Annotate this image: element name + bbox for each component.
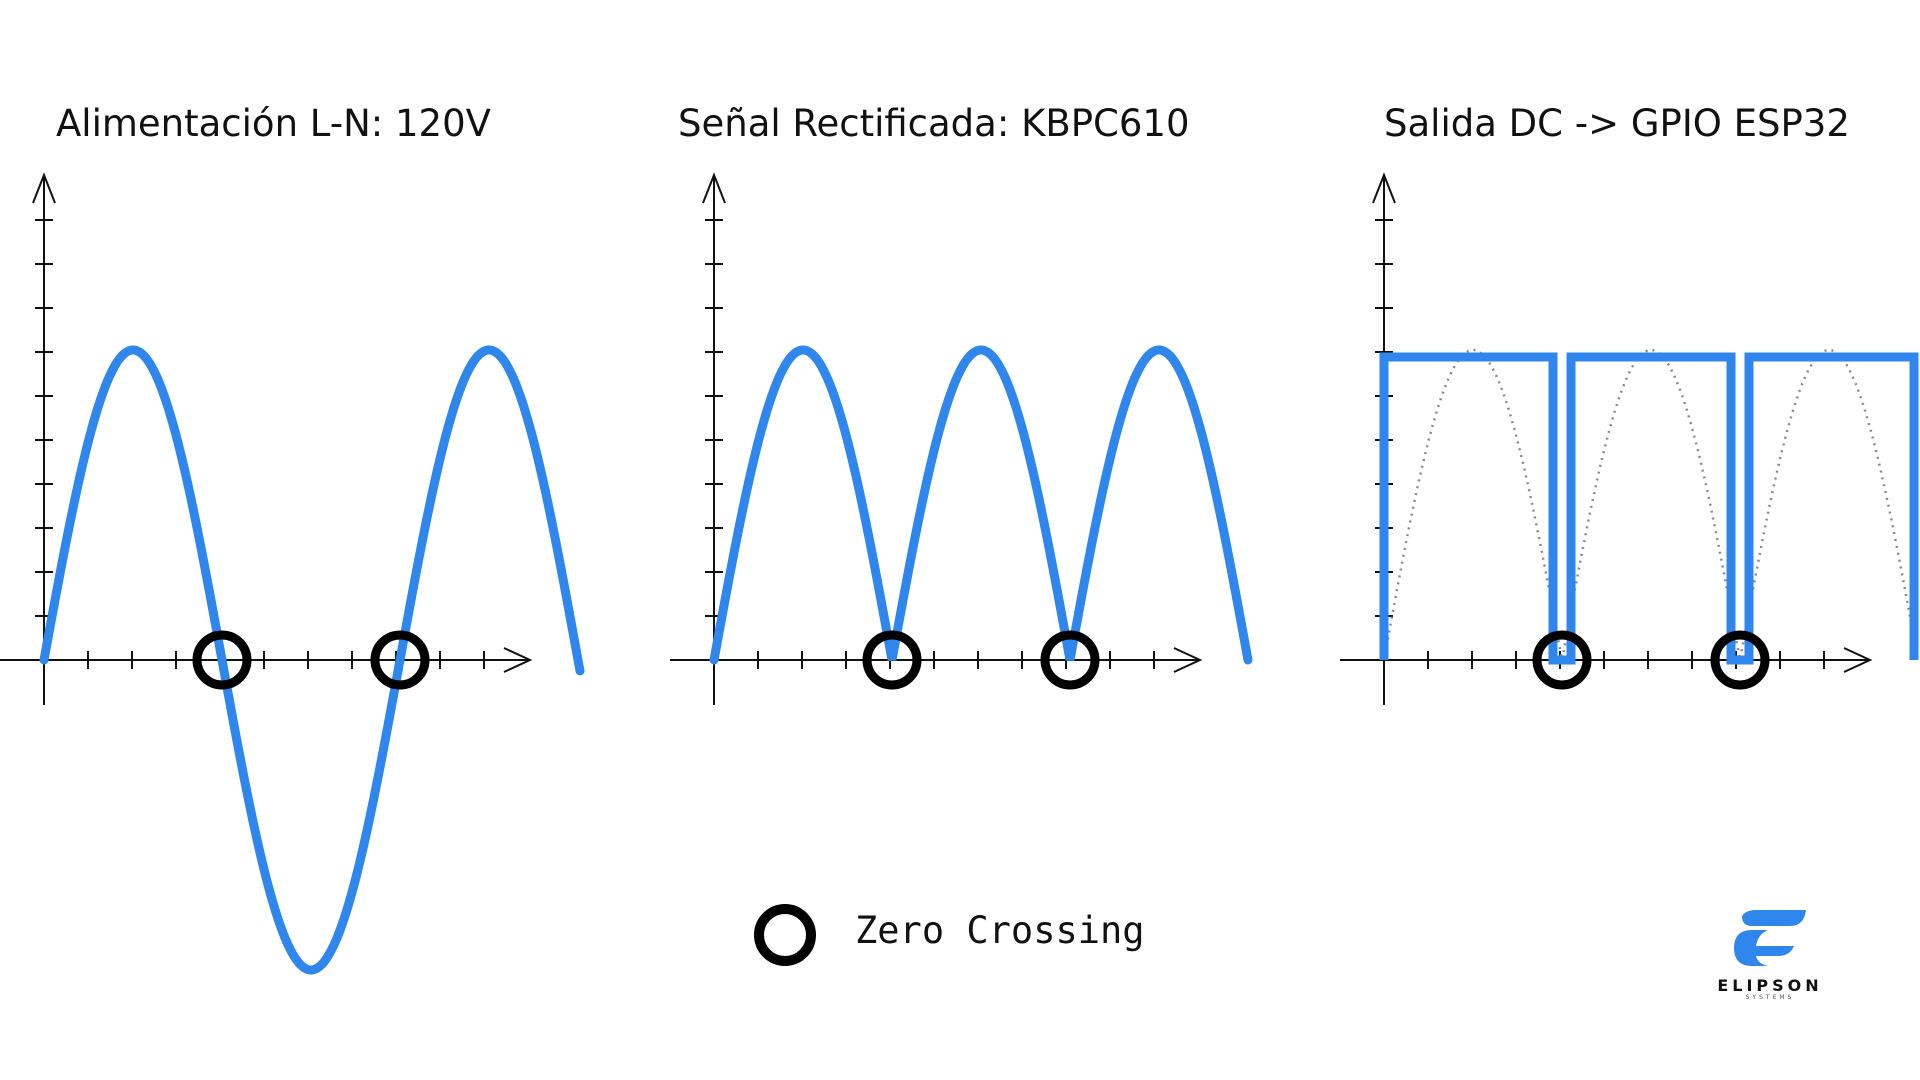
y-axis-arrowhead: [702, 172, 726, 204]
panel-title-ac-supply: Alimentación L-N: 120V: [56, 102, 491, 145]
zero-crossing-marker: [192, 630, 252, 690]
rectified-wave-trace: [709, 345, 1253, 665]
zero-crossing-marker: [1040, 630, 1100, 690]
panel-title-rectified-signal: Señal Rectificada: KBPC610: [678, 102, 1190, 145]
y-axis-arrowhead: [1372, 172, 1396, 204]
elipson-e-logo-icon: [1734, 910, 1806, 966]
axes-panel-2: [670, 172, 1203, 705]
axes-panel-1: [0, 172, 533, 705]
y-axis-arrowhead: [32, 172, 56, 204]
axes-panel-3: [1340, 172, 1873, 705]
sine-wave-trace: [39, 345, 585, 975]
logo-bar-top: [1742, 910, 1806, 926]
zero-crossing-marker: [1710, 630, 1770, 690]
logo-name: ELIPSON: [1717, 976, 1823, 995]
rectified-reference-dotted: [1382, 348, 1918, 661]
zero-crossing-marker: [370, 630, 430, 690]
x-axis-arrowhead: [1843, 647, 1873, 673]
logo-subtitle: SYSTEMS: [1745, 994, 1795, 1001]
legend-label: Zero Crossing: [855, 909, 1145, 952]
zero-crossing-circle-icon: [754, 904, 816, 966]
x-axis-arrowhead: [1173, 647, 1203, 673]
square-pulse-trace: [1379, 352, 1919, 665]
zero-crossing-marker: [1532, 630, 1592, 690]
panel-title-dc-output: Salida DC -> GPIO ESP32: [1384, 102, 1850, 145]
logo-curve: [1734, 930, 1794, 966]
zero-crossing-marker: [862, 630, 922, 690]
x-axis-arrowhead: [503, 647, 533, 673]
